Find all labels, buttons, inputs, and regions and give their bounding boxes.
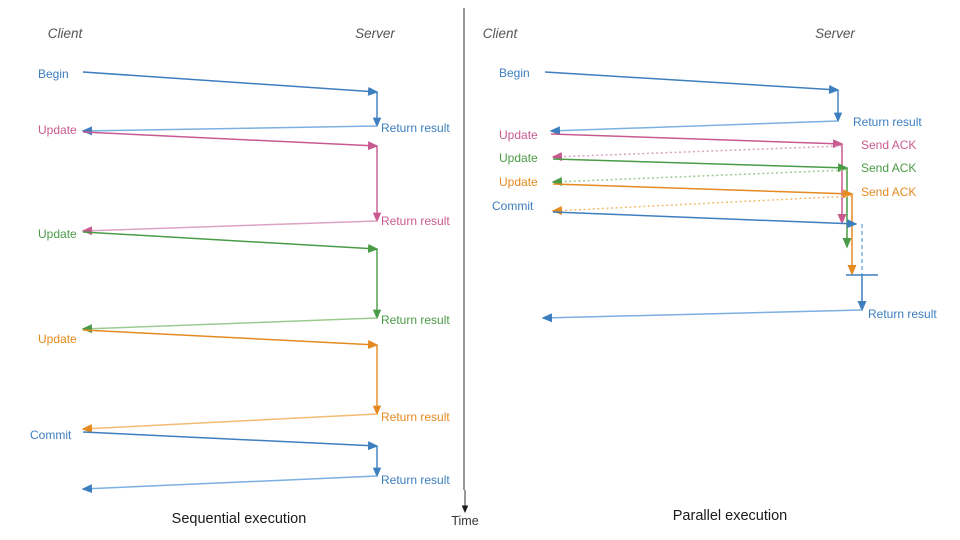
- sequential-update3-request-label: Update: [38, 332, 77, 346]
- update2-return-arrow: [81, 317, 378, 334]
- update2-ack-arrow: [551, 169, 848, 187]
- lane-title-client-sequential: Client: [47, 26, 83, 41]
- sequential-update2-return-label: Return result: [381, 313, 450, 327]
- lane-title-client-parallel: Client: [482, 26, 518, 41]
- sequential-commit-return-label: Return result: [381, 473, 450, 487]
- begin-request-arrow: [544, 71, 840, 94]
- update3-return-arrow: [81, 413, 378, 434]
- update3-ack-arrow: [551, 195, 853, 216]
- begin-request-arrow: [82, 71, 379, 96]
- update3-request-arrow: [82, 329, 379, 350]
- begin-return-arrow: [81, 125, 378, 136]
- parallel-begin-return-label: Return result: [853, 115, 922, 129]
- commit-return-arrow: [541, 309, 863, 323]
- update1-request-arrow: [82, 131, 379, 151]
- time-axis-label: Time: [451, 514, 479, 528]
- update3-request-arrow: [552, 183, 854, 199]
- sequential-update1-return-label: Return result: [381, 214, 450, 228]
- update2-request-arrow: [82, 231, 379, 253]
- sequential-begin-return-label: Return result: [381, 121, 450, 135]
- parallel-commit-request-label: Commit: [492, 199, 534, 213]
- parallel-begin-request-label: Begin: [499, 66, 530, 80]
- parallel-commit-return-label: Return result: [868, 307, 937, 321]
- commit-return-arrow: [81, 475, 378, 494]
- update1-request-arrow: [550, 133, 844, 149]
- sequential-update2-request-label: Update: [38, 227, 77, 241]
- sequential-update1-request-label: Update: [38, 123, 77, 137]
- lane-title-server-parallel: Server: [815, 26, 855, 41]
- sequential-commit-request-label: Commit: [30, 428, 72, 442]
- commit-request-arrow: [82, 431, 379, 451]
- update1-return-arrow: [81, 220, 378, 236]
- begin-return-arrow: [549, 120, 839, 136]
- parallel-update1-ack-label: Send ACK: [861, 138, 917, 152]
- update1-ack-arrow: [551, 145, 843, 162]
- parallel-update2-ack-label: Send ACK: [861, 161, 917, 175]
- lane-title-server-sequential: Server: [355, 26, 395, 41]
- update2-request-arrow: [552, 158, 849, 173]
- caption-parallel: Parallel execution: [672, 508, 788, 524]
- commit-request-arrow: [552, 211, 858, 229]
- sequential-begin-request-label: Begin: [38, 67, 69, 81]
- sequential-update3-return-label: Return result: [381, 410, 450, 424]
- parallel-update3-request-label: Update: [499, 175, 538, 189]
- caption-sequential: Sequential execution: [171, 511, 307, 527]
- parallel-update3-ack-label: Send ACK: [861, 185, 917, 199]
- parallel-update1-request-label: Update: [499, 128, 538, 142]
- parallel-update2-request-label: Update: [499, 151, 538, 165]
